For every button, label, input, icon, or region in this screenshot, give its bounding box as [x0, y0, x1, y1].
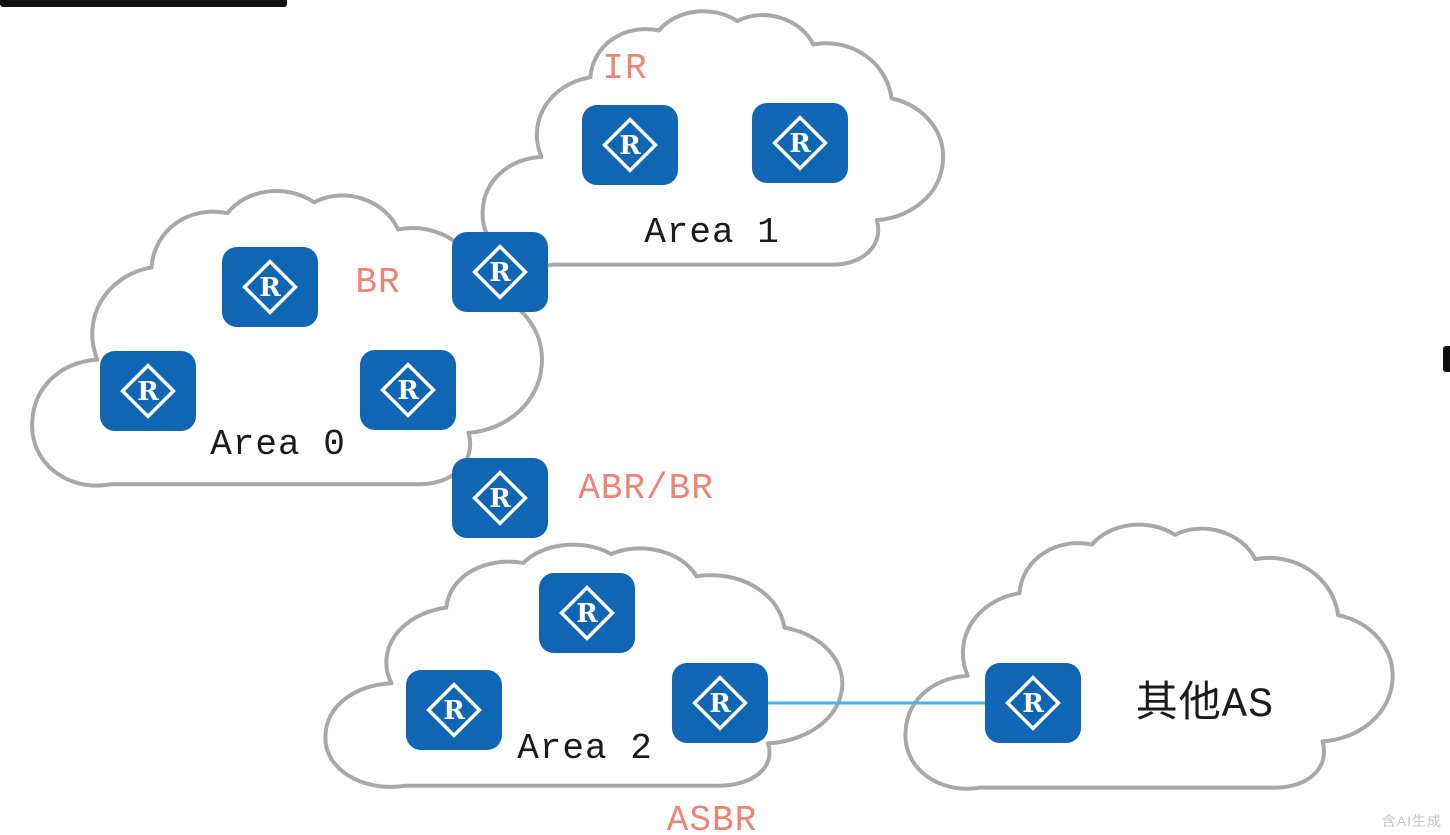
right-edge-artifact — [1443, 346, 1450, 372]
router-icon-other-as — [983, 661, 1083, 745]
router-icon-area2-1 — [537, 571, 637, 655]
cloud-other-as — [905, 525, 1392, 789]
annotation-ir: IR — [602, 48, 648, 89]
annotation-asbr: ASBR — [666, 800, 758, 835]
area0-label: Area 0 — [210, 424, 346, 465]
router-icon-area0-2 — [98, 349, 198, 433]
ai-watermark: 含AI生成 — [1381, 813, 1442, 829]
router-icon-asbr — [670, 661, 770, 745]
router-icon-abr-br — [450, 456, 550, 540]
router-icon-br-area0-area1 — [450, 230, 550, 314]
other-as-label: 其他AS — [1135, 681, 1275, 729]
router-icon-area1-2 — [750, 101, 850, 185]
area2-label: Area 2 — [517, 728, 653, 769]
router-icon-area2-2 — [404, 668, 504, 752]
router-icon-area0-3 — [358, 348, 458, 432]
area1-label: Area 1 — [644, 212, 780, 253]
router-icon-area0-1 — [220, 245, 320, 329]
router-icon-area1-1 — [580, 103, 680, 187]
top-left-artifact-bar — [0, 0, 287, 7]
annotation-abr-br: ABR/BR — [578, 468, 714, 509]
annotation-br: BR — [355, 262, 401, 303]
